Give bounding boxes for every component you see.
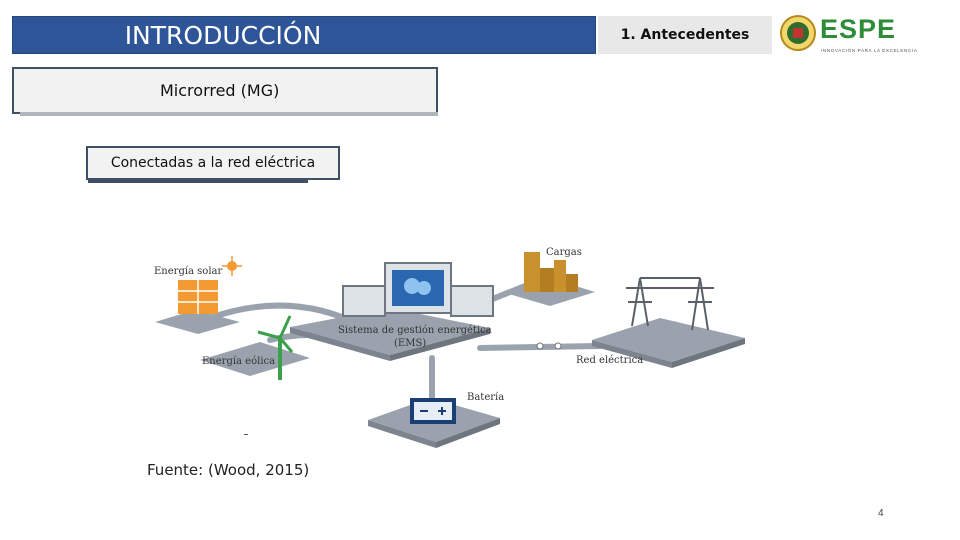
wind-label: Energía eólica	[202, 356, 275, 367]
ems-label-short: (EMS)	[394, 338, 426, 349]
source-citation: Fuente: (Wood, 2015)	[147, 461, 310, 479]
section-label: 1. Antecedentes	[598, 16, 772, 54]
university-seal-icon	[780, 15, 816, 51]
microgrid-box-shadow	[20, 112, 438, 116]
grid-connected-box: Conectadas a la red eléctrica	[86, 146, 340, 180]
solar-label: Energía solar	[154, 266, 222, 277]
grid-label: Red eléctrica	[576, 355, 643, 366]
microgrid-diagram: Sistema de gestión energética (EMS) Ener…	[154, 247, 745, 448]
wind-turbine-icon	[257, 315, 294, 380]
title-bar: INTRODUCCIÓN	[12, 16, 596, 54]
page-title: INTRODUCCIÓN	[124, 21, 322, 50]
stray-dash	[244, 434, 248, 435]
solar-platform	[155, 310, 240, 334]
ems-label: Sistema de gestión energética	[338, 325, 492, 336]
battery-icon	[410, 398, 456, 424]
wind-platform	[200, 342, 310, 376]
logo-tagline: INNOVACIÓN PARA LA EXCELENCIA	[821, 47, 918, 53]
espe-logo: ESPE INNOVACIÓN PARA LA EXCELENCIA	[780, 14, 918, 53]
page-number: 4	[878, 508, 884, 519]
solar-panel-icon	[178, 256, 242, 314]
computer-brain-icon	[342, 262, 494, 317]
loads-label: Cargas	[546, 247, 582, 258]
microgrid-box: Microrred (MG)	[12, 67, 438, 114]
logo-brand: ESPE	[820, 14, 896, 44]
grid-connected-underline	[88, 180, 308, 183]
ems-platform	[290, 308, 490, 355]
buildings-icon	[524, 252, 578, 292]
transmission-tower-icon	[626, 277, 714, 331]
battery-label: Batería	[467, 392, 504, 403]
grid-platform	[592, 318, 745, 362]
